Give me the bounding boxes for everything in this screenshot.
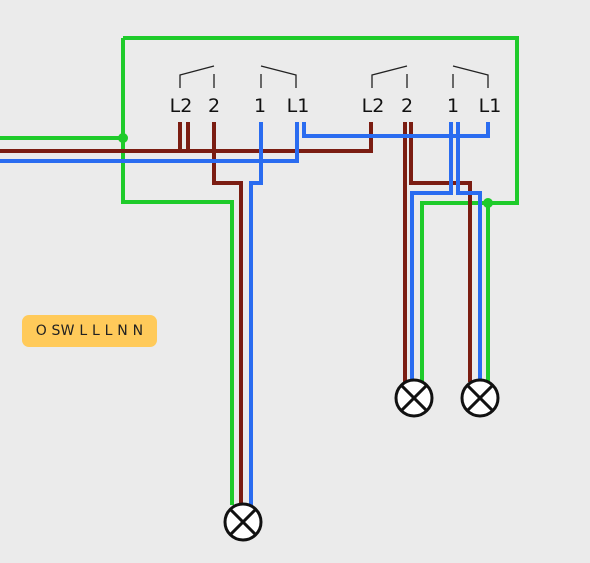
- earth-wire-lamp-2: [420, 201, 488, 382]
- neutral-wire-lamp-1: [249, 122, 263, 505]
- terminal-label: 1: [447, 95, 459, 117]
- switch-a-contact-left: [179, 65, 215, 88]
- terminal-label: L1: [479, 95, 502, 117]
- switch-b-contact-left: [371, 65, 408, 88]
- live-switched-wire-lamp-3: [409, 122, 472, 382]
- switch-a-contact-right: [260, 65, 297, 88]
- live-wires: [0, 122, 472, 505]
- switch-b-contact-right: [452, 65, 489, 88]
- earth-wires: [0, 36, 519, 505]
- wire-legend-badge: O SW L L L N N: [22, 315, 157, 347]
- earth-junction-dot: [483, 198, 493, 208]
- terminal-label: 1: [254, 95, 266, 117]
- lamp-icon: [460, 378, 500, 418]
- terminal-label: 2: [401, 95, 413, 117]
- terminal-label: L2: [170, 95, 193, 117]
- neutral-wires: [0, 122, 490, 505]
- live-switched-wire-lamp-1: [212, 122, 243, 505]
- earth-junction-box-outline: [123, 36, 519, 205]
- lamp-icon: [223, 502, 263, 542]
- switch-a-terminal-labels: L2 2 1 L1: [170, 95, 310, 117]
- switch-b-contacts: [371, 65, 489, 88]
- lamp-icon: [394, 378, 434, 418]
- neutral-wire-lamp-3: [456, 122, 482, 382]
- terminal-label: L2: [362, 95, 385, 117]
- switch-a-contacts: [179, 65, 297, 88]
- terminal-label: 2: [208, 95, 220, 117]
- switch-b-terminal-labels: L2 2 1 L1: [362, 95, 502, 117]
- neutral-wire-lamp-2: [410, 122, 453, 382]
- earth-box-left-wire: [121, 38, 234, 505]
- earth-junction-dot: [118, 133, 128, 143]
- terminal-label: L1: [287, 95, 310, 117]
- live-feed-wire: [0, 122, 373, 153]
- neutral-link-wire: [302, 122, 490, 138]
- neutral-feed-wire: [0, 122, 299, 163]
